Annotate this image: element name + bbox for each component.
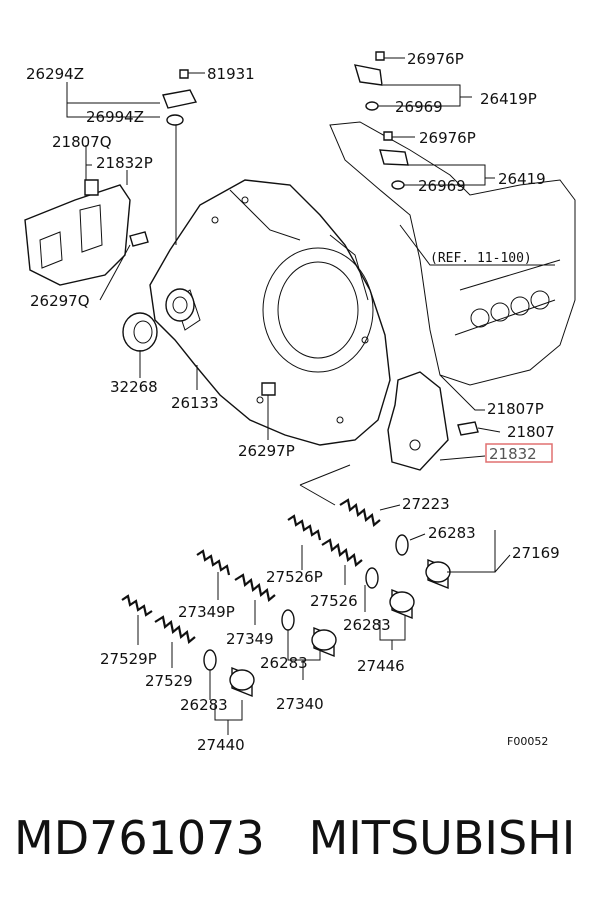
label-ref: (REF. 11-100) <box>430 251 532 266</box>
bolt-21807q <box>84 179 99 196</box>
sensor-upper <box>354 51 385 111</box>
label-26283-d: 26283 <box>180 696 228 714</box>
bracket-left <box>24 184 131 286</box>
label-27440: 27440 <box>197 736 245 754</box>
label-27526P: 27526P <box>266 568 323 586</box>
sensor-lower <box>379 131 409 190</box>
label-27349: 27349 <box>226 630 274 648</box>
oil-seal <box>122 312 158 352</box>
o-ring-c <box>281 609 295 631</box>
label-27169: 27169 <box>512 544 560 562</box>
label-27529: 27529 <box>145 672 193 690</box>
label-21807: 21807 <box>507 423 555 441</box>
spring-27349 <box>234 573 276 603</box>
o-ring-b <box>365 567 379 589</box>
piston-27440 <box>229 666 255 698</box>
label-27223: 27223 <box>402 495 450 513</box>
spring-27526 <box>321 538 363 568</box>
bolt-26297q <box>129 231 149 247</box>
spring-27529p <box>121 594 153 617</box>
label-21832P: 21832P <box>96 154 153 172</box>
piston-27340 <box>311 626 337 658</box>
label-26283-c: 26283 <box>260 654 308 672</box>
engine-block <box>329 121 576 386</box>
label-81931: 81931 <box>207 65 255 83</box>
label-21807Q: 21807Q <box>52 133 112 151</box>
bolt <box>179 69 189 79</box>
label-27340: 27340 <box>276 695 324 713</box>
label-26294Z: 26294Z <box>26 65 84 83</box>
label-27446: 27446 <box>357 657 405 675</box>
bracket-right <box>387 371 449 471</box>
label-26283-b: 26283 <box>343 616 391 634</box>
label-26133: 26133 <box>171 394 219 412</box>
label-21832: 21832 <box>489 445 537 463</box>
o-ring-d <box>203 649 217 671</box>
label-26283-a: 26283 <box>428 524 476 542</box>
label-27526: 27526 <box>310 592 358 610</box>
o-ring-a <box>395 534 409 556</box>
spring-27529 <box>154 615 196 645</box>
label-26297Q: 26297Q <box>30 292 90 310</box>
label-26419P: 26419P <box>480 90 537 108</box>
highlight-box <box>485 443 553 463</box>
label-26969-upper: 26969 <box>395 98 443 116</box>
label-21807P: 21807P <box>487 400 544 418</box>
bolt-21807 <box>457 421 479 436</box>
label-26419: 26419 <box>498 170 546 188</box>
part-number: MD761073 <box>14 811 265 865</box>
spring-27223 <box>339 498 381 528</box>
parts-diagram: 26294Z 81931 26994Z 21807Q 21832P 26297Q… <box>24 50 576 754</box>
spring-27526p <box>287 514 322 541</box>
label-32268: 32268 <box>110 378 158 396</box>
spring-27349p <box>196 549 231 576</box>
transmission-case <box>149 179 391 446</box>
piston-27169 <box>425 558 451 590</box>
label-26297P: 26297P <box>238 442 295 460</box>
leader-lines <box>66 57 555 735</box>
figure-code: F00052 <box>507 735 548 748</box>
brand-name: MITSUBISHI <box>308 811 576 865</box>
label-26994Z: 26994Z <box>86 108 144 126</box>
label-27349P: 27349P <box>178 603 235 621</box>
caption: MD761073 MITSUBISHI <box>14 808 594 868</box>
bolt-26297p <box>261 382 276 396</box>
cap <box>162 89 198 126</box>
piston-27446 <box>389 588 415 620</box>
label-26976P-lower: 26976P <box>419 129 476 147</box>
label-26976P-upper: 26976P <box>407 50 464 68</box>
label-26969-lower: 26969 <box>418 177 466 195</box>
label-27529P: 27529P <box>100 650 157 668</box>
